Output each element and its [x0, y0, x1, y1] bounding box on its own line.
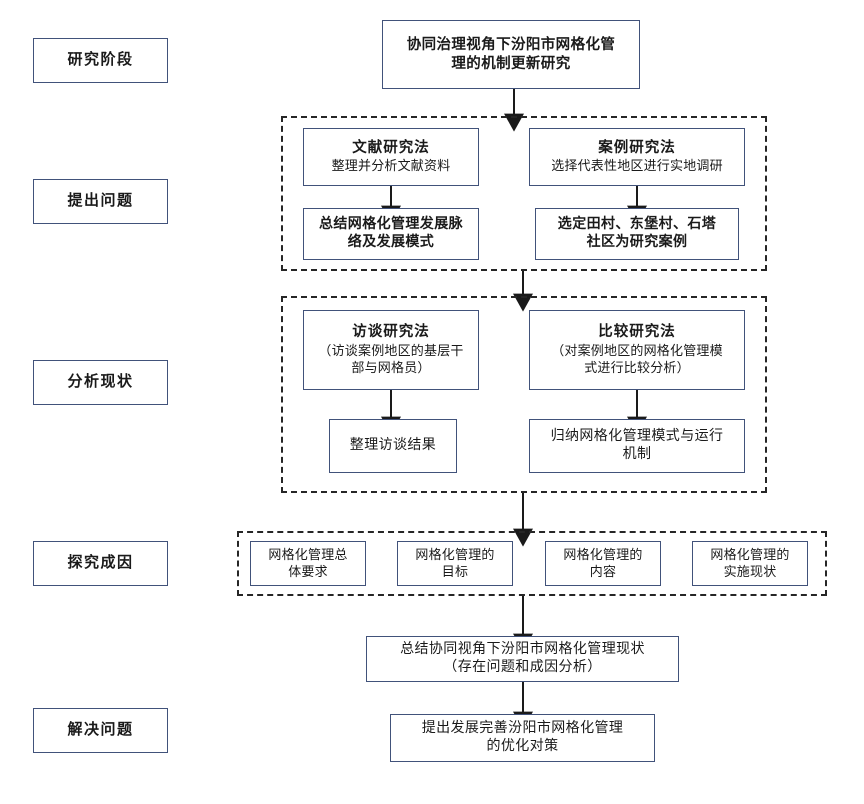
literature-method-title: 文献研究法 — [352, 139, 430, 156]
literature-method-sub: 整理并分析文献资料 — [331, 158, 451, 174]
stage-label-text: 探究成因 — [67, 554, 134, 571]
stage-label-text: 研究阶段 — [67, 51, 134, 68]
cause-item-4-line-2: 实施现状 — [723, 563, 777, 579]
case-result-line-2: 社区为研究案例 — [586, 235, 688, 250]
compare-method-title: 比较研究法 — [598, 324, 676, 341]
interview-method-title: 访谈研究法 — [352, 324, 430, 341]
interview-method-sub-1: （访谈案例地区的基层干 — [318, 343, 464, 359]
box-solution-策[interactable]: 提出发展完善汾阳市网格化管理 的优化对策 — [390, 714, 655, 762]
stage-label-explore-cause[interactable]: 探究成因 — [33, 541, 168, 586]
solution-line-2: 的优化对策 — [486, 739, 559, 754]
case-method-sub: 选择代表性地区进行实地调研 — [551, 158, 723, 174]
cause-item-3-line-2: 内容 — [589, 563, 617, 579]
box-interview-method[interactable]: 访谈研究法 （访谈案例地区的基层干 部与网格员） — [303, 310, 479, 390]
stage-label-research-phase[interactable]: 研究阶段 — [33, 38, 168, 83]
literature-result-line-1: 总结网格化管理发展脉 — [319, 216, 463, 232]
box-literature-method[interactable]: 文献研究法 整理并分析文献资料 — [303, 128, 479, 186]
cause-item-1-line-1: 网格化管理总 — [268, 546, 348, 562]
title-line-2: 理的机制更新研究 — [451, 55, 571, 72]
stage-label-text: 提出问题 — [67, 192, 134, 209]
compare-method-sub-2: 式进行比较分析） — [584, 359, 690, 375]
compare-result-line-2: 机制 — [622, 447, 652, 462]
interview-result-line-1: 整理访谈结果 — [349, 437, 437, 453]
summary-line-2: （存在问题和成因分析） — [443, 660, 602, 675]
solution-line-1: 提出发展完善汾阳市网格化管理 — [421, 720, 624, 736]
cause-item-3-line-1: 网格化管理的 — [563, 546, 643, 562]
literature-result-line-2: 络及发展模式 — [347, 235, 435, 250]
box-case-result[interactable]: 选定田村、东堡村、石塔 社区为研究案例 — [535, 208, 739, 260]
box-interview-result[interactable]: 整理访谈结果 — [329, 419, 457, 473]
stage-label-text: 解决问题 — [67, 721, 134, 738]
box-summary-status[interactable]: 总结协同视角下汾阳市网格化管理现状 （存在问题和成因分析） — [366, 636, 679, 682]
box-compare-method[interactable]: 比较研究法 （对案例地区的网格化管理模 式进行比较分析） — [529, 310, 745, 390]
box-literature-result[interactable]: 总结网格化管理发展脉 络及发展模式 — [303, 208, 479, 260]
box-compare-result[interactable]: 归纳网格化管理模式与运行 机制 — [529, 419, 745, 473]
case-method-title: 案例研究法 — [598, 139, 676, 156]
title-line-1: 协同治理视角下汾阳市网格化管 — [406, 36, 616, 53]
stage-label-raise-question[interactable]: 提出问题 — [33, 179, 168, 224]
box-cause-item-3[interactable]: 网格化管理的 内容 — [545, 541, 661, 586]
group-raise-question — [281, 116, 767, 271]
compare-method-sub-1: （对案例地区的网格化管理模 — [551, 343, 723, 359]
compare-result-line-1: 归纳网格化管理模式与运行 — [550, 428, 724, 444]
box-case-method[interactable]: 案例研究法 选择代表性地区进行实地调研 — [529, 128, 745, 186]
stage-label-solve-problem[interactable]: 解决问题 — [33, 708, 168, 753]
cause-item-1-line-2: 体要求 — [288, 563, 328, 579]
interview-method-sub-2: 部与网格员） — [351, 359, 431, 375]
cause-item-2-line-1: 网格化管理的 — [415, 546, 495, 562]
summary-line-1: 总结协同视角下汾阳市网格化管理现状 — [400, 641, 645, 657]
cause-item-4-line-1: 网格化管理的 — [710, 546, 790, 562]
box-cause-item-1[interactable]: 网格化管理总 体要求 — [250, 541, 366, 586]
box-cause-item-2[interactable]: 网格化管理的 目标 — [397, 541, 513, 586]
stage-label-analyze-status[interactable]: 分析现状 — [33, 360, 168, 405]
stage-label-text: 分析现状 — [67, 373, 134, 390]
box-cause-item-4[interactable]: 网格化管理的 实施现状 — [692, 541, 808, 586]
case-result-line-1: 选定田村、东堡村、石塔 — [557, 216, 717, 232]
cause-item-2-line-2: 目标 — [441, 563, 469, 579]
research-title-box[interactable]: 协同治理视角下汾阳市网格化管 理的机制更新研究 — [382, 20, 640, 89]
